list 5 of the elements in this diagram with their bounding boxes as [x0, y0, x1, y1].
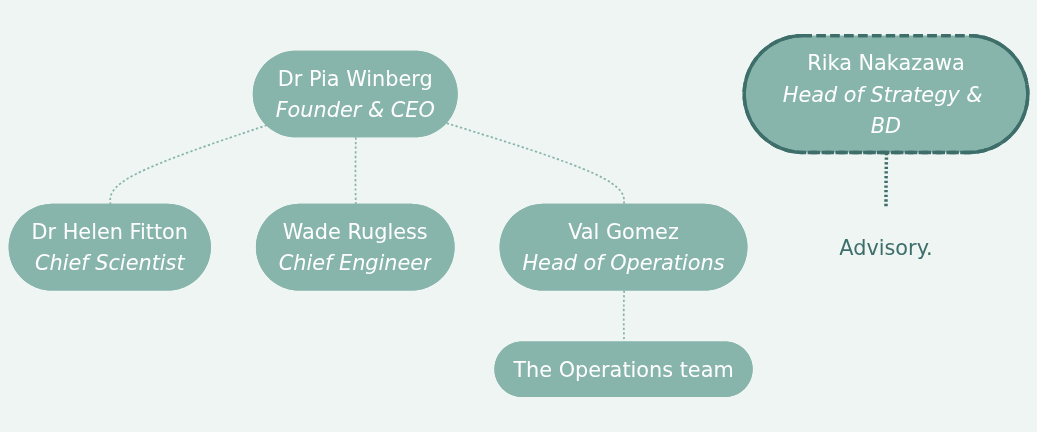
connector: [884, 152, 889, 209]
node-text: Advisory.: [839, 235, 933, 260]
connector: [109, 124, 268, 206]
connector: [354, 136, 357, 206]
connector: [445, 122, 625, 206]
